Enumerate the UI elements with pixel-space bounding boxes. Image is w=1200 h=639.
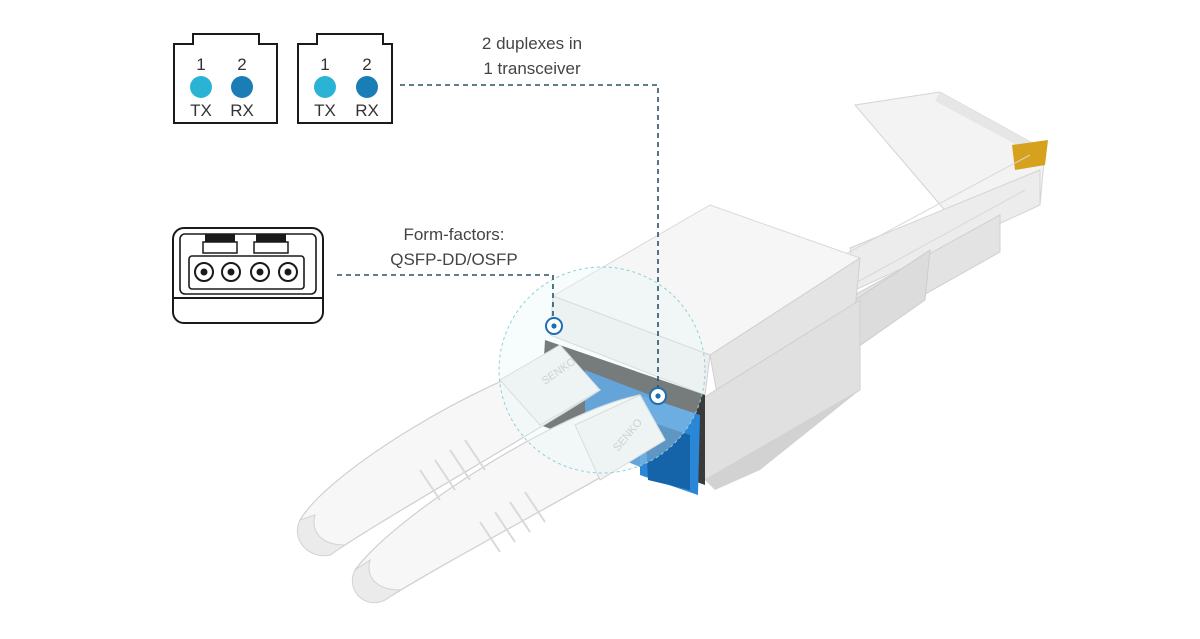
port-outline	[297, 33, 393, 124]
duplex-port-icon-1: 1 2 TX RX	[173, 33, 278, 124]
duplex-callout-line-1: 2 duplexes in	[482, 34, 582, 53]
tx-fiber-dot	[314, 76, 336, 98]
form-factor-leader-line	[337, 274, 554, 317]
callout-target-icon	[649, 387, 667, 405]
form-factor-callout-line-2: QSFP-DD/OSFP	[390, 250, 518, 269]
tx-label: TX	[190, 101, 212, 120]
transceiver-illustration: SENKO SENKO	[296, 91, 1048, 604]
rx-fiber-dot	[231, 76, 253, 98]
channel-number: 1	[320, 55, 329, 74]
rx-fiber-dot	[356, 76, 378, 98]
channel-number: 1	[196, 55, 205, 74]
leader-lines	[337, 84, 659, 388]
tx-label: TX	[314, 101, 336, 120]
quad-lc-receptacle-icon	[172, 227, 324, 324]
channel-number: 2	[362, 55, 371, 74]
magnifier-highlight	[498, 266, 706, 474]
callout-target-icon	[545, 317, 563, 335]
rx-label: RX	[355, 101, 379, 120]
tx-fiber-dot	[190, 76, 212, 98]
channel-number: 2	[237, 55, 246, 74]
duplex-leader-line	[400, 84, 659, 388]
port-outline	[173, 33, 278, 124]
form-factor-callout-line-1: Form-factors:	[403, 225, 504, 244]
rx-label: RX	[230, 101, 254, 120]
duplex-callout-line-2: 1 transceiver	[483, 59, 581, 78]
duplex-port-icon-2: 1 2 TX RX	[297, 33, 393, 124]
